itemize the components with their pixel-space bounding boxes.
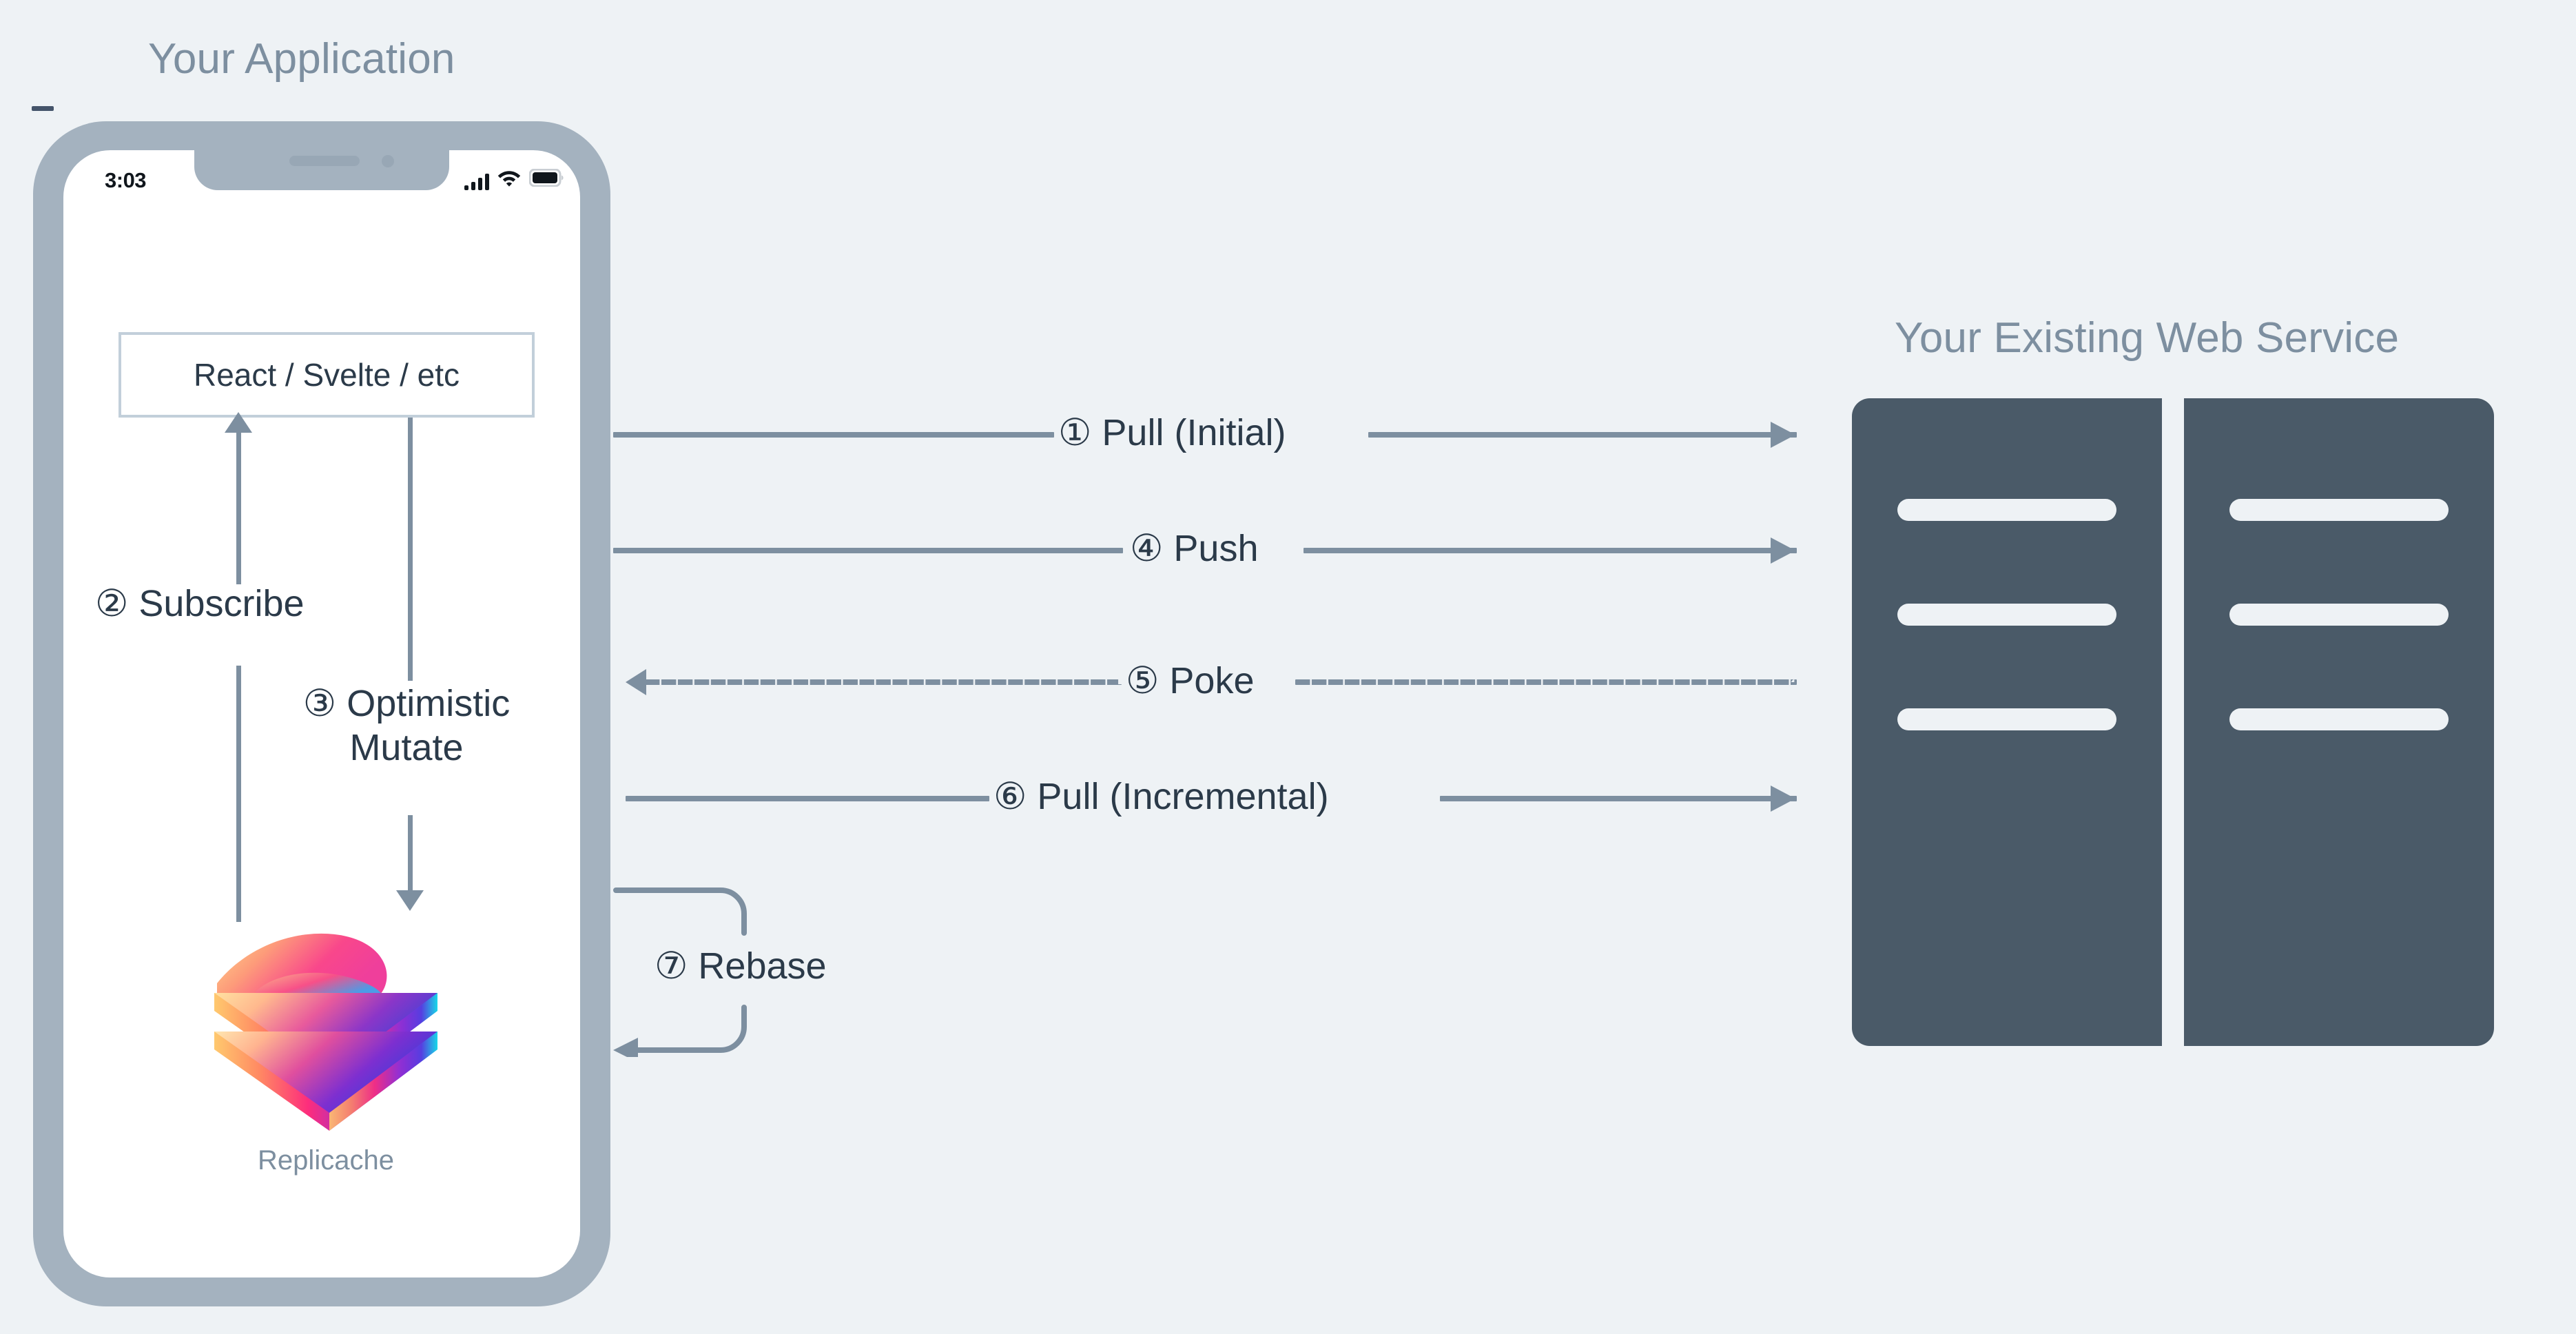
your-existing-web-service-title: Your Existing Web Service xyxy=(1895,314,2400,362)
push-arrowhead-icon xyxy=(1771,537,1795,564)
subscribe-arrow-line-upper xyxy=(236,431,241,584)
subscribe-arrow-line-lower xyxy=(236,666,241,922)
pull-initial-arrowhead-icon xyxy=(1771,422,1795,448)
rebase-loop-arrow xyxy=(610,883,790,1063)
server-bar xyxy=(1897,499,2116,521)
pull-incremental-line-left xyxy=(626,796,989,801)
server-bar xyxy=(1897,604,2116,626)
mutate-arrow-line-lower xyxy=(408,815,413,891)
server-rack-right xyxy=(2184,398,2494,1046)
poke-line-left xyxy=(645,679,1122,685)
ui-framework-box[interactable]: React / Svelte / etc xyxy=(119,332,535,418)
step-label-optimistic-mutate: ③ Optimistic Mutate xyxy=(262,682,551,770)
flow-label-pull-initial: ① Pull (Initial) xyxy=(1058,412,1286,453)
server-rack-left xyxy=(1852,398,2162,1046)
poke-line-right xyxy=(1295,679,1797,685)
flow-label-push: ④ Push xyxy=(1130,528,1259,569)
server-bar xyxy=(2229,499,2449,521)
ui-framework-label: React / Svelte / etc xyxy=(193,357,460,393)
server-bar xyxy=(2229,604,2449,626)
step-label-subscribe: ② Subscribe xyxy=(95,583,305,624)
flow-label-poke: ⑤ Poke xyxy=(1126,660,1255,701)
speaker-grille-icon xyxy=(289,156,360,166)
pull-initial-line-right xyxy=(1368,432,1797,438)
replicache-label: Replicache xyxy=(258,1145,394,1176)
pull-incremental-arrowhead-icon xyxy=(1771,786,1795,812)
subscribe-arrowhead-icon xyxy=(225,412,252,433)
mutate-arrow-line-upper xyxy=(408,418,413,681)
step-label-optimistic-mutate-line2: Mutate xyxy=(349,726,464,768)
mutate-arrowhead-icon xyxy=(396,890,424,911)
poke-arrowhead-icon xyxy=(626,669,646,695)
status-bar-icons xyxy=(464,168,564,190)
corner-dash-mark xyxy=(32,106,54,111)
battery-icon xyxy=(528,168,564,190)
cellular-signal-icon xyxy=(464,174,489,190)
server-bar xyxy=(2229,708,2449,730)
pull-initial-line-left xyxy=(613,432,1054,438)
front-camera-icon xyxy=(382,155,394,167)
flow-label-pull-incremental: ⑥ Pull (Incremental) xyxy=(993,776,1329,817)
push-line-right xyxy=(1304,548,1797,553)
your-application-title: Your Application xyxy=(148,35,455,83)
push-line-left xyxy=(613,548,1123,553)
wifi-icon xyxy=(497,169,521,190)
pull-incremental-line-right xyxy=(1440,796,1797,801)
flow-label-rebase: ⑦ Rebase xyxy=(655,945,827,987)
status-bar-time: 3:03 xyxy=(105,168,147,192)
replicache-logo-icon xyxy=(174,907,477,1135)
step-label-optimistic-mutate-line1: ③ Optimistic xyxy=(302,683,511,724)
server-bar xyxy=(1897,708,2116,730)
